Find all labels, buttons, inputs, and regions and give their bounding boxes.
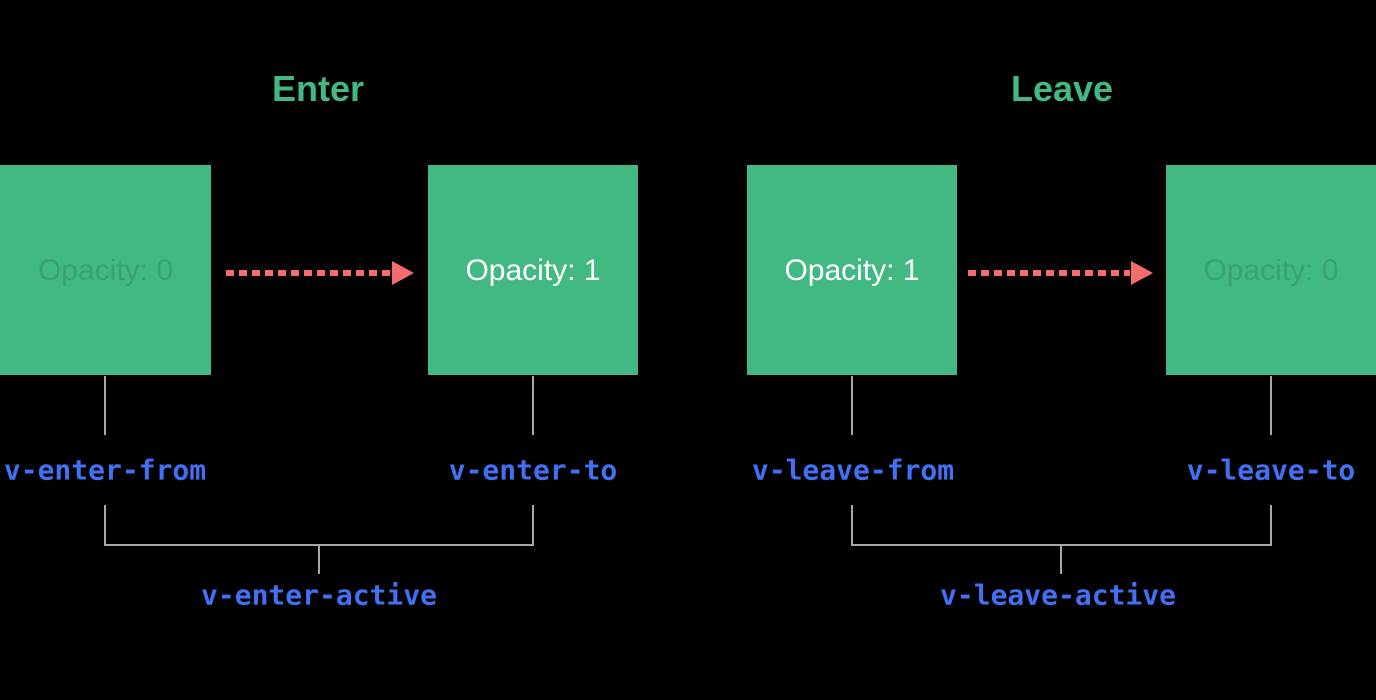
leave-section-title: Leave: [1010, 68, 1114, 109]
enter-active-class-label: v-enter-active: [200, 578, 438, 612]
leave-to-class-label: v-leave-to: [1186, 453, 1356, 487]
leave-active-range-bracket: [851, 505, 1272, 546]
enter-from-class-label: v-enter-from: [3, 453, 207, 487]
enter-from-connector-line: [104, 376, 106, 435]
dashed-line: [968, 270, 1130, 276]
enter-section-title: Enter: [271, 68, 365, 109]
enter-active-range-bracket: [104, 505, 534, 546]
enter-to-opacity-label: Opacity: 1: [465, 254, 601, 287]
leave-bracket-stem: [1060, 546, 1062, 574]
enter-to-box: Opacity: 1: [428, 165, 638, 375]
dashed-line: [226, 270, 392, 276]
enter-from-box: Opacity: 0: [0, 165, 211, 375]
arrowhead-icon: [392, 261, 414, 285]
leave-to-box: Opacity: 0: [1166, 165, 1376, 375]
enter-from-opacity-label: Opacity: 0: [37, 254, 174, 287]
enter-bracket-stem: [318, 546, 320, 574]
enter-to-class-label: v-enter-to: [448, 453, 618, 487]
leave-from-class-label: v-leave-from: [751, 453, 955, 487]
enter-to-connector-line: [532, 376, 534, 435]
arrowhead-icon: [1131, 261, 1153, 285]
leave-from-connector-line: [851, 376, 853, 435]
leave-from-box: Opacity: 1: [747, 165, 957, 375]
leave-active-class-label: v-leave-active: [939, 578, 1177, 612]
leave-from-opacity-label: Opacity: 1: [784, 254, 920, 287]
leave-to-opacity-label: Opacity: 0: [1203, 254, 1339, 287]
leave-to-connector-line: [1270, 376, 1272, 435]
